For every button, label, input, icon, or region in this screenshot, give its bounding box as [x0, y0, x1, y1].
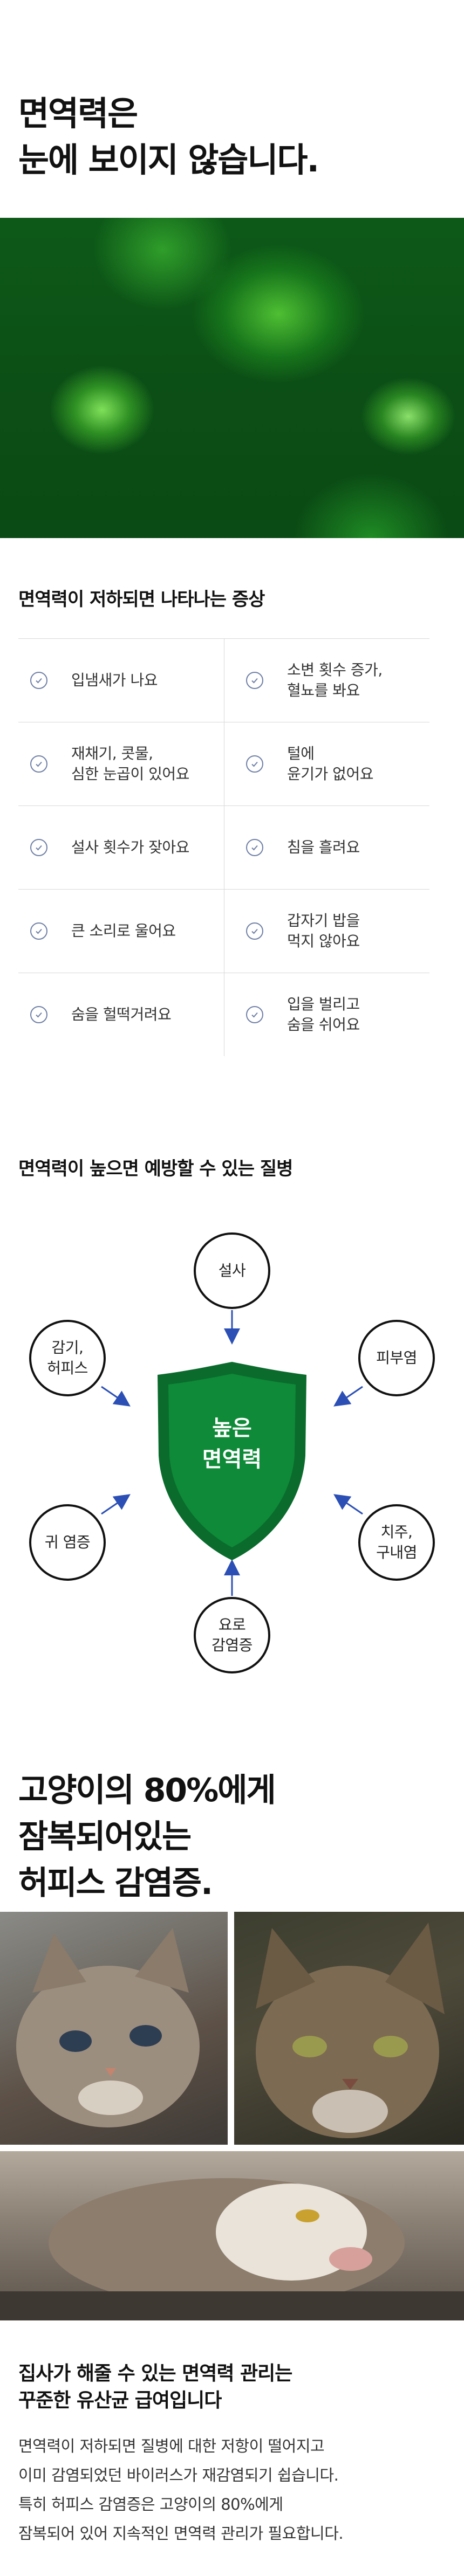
check-circle-icon: [30, 922, 47, 940]
symptom-grid: 입냄새가 나요 소변 횟수 증가, 혈뇨를 봐요 재채기, 콧물, 심한 눈곱이…: [18, 638, 429, 1056]
symptom-label: 입을 벌리고 숨을 쉬어요: [287, 995, 360, 1034]
cat-photo-kitten: [0, 1912, 228, 2145]
diseases-heading: 면역력이 높으면 예방할 수 있는 질병: [18, 1158, 293, 1180]
hero-title: 면역력은 눈에 보이지 않습니다.: [18, 91, 319, 183]
symptom-label: 설사 횟수가 잦아요: [71, 838, 189, 856]
symptom-row: 설사 횟수가 잦아요 침을 흘려요: [18, 806, 429, 890]
check-circle-icon: [30, 672, 47, 689]
symptom-label: 재채기, 콧물, 심한 눈곱이 있어요: [71, 745, 189, 783]
green-bokeh-image: [0, 218, 464, 538]
disease-node-lower-right: 치주, 구내염: [358, 1504, 435, 1581]
symptom-label: 털에 윤기가 없어요: [287, 745, 373, 783]
check-circle-icon: [246, 755, 263, 773]
cat-photo-adult: [234, 1912, 464, 2145]
symptom-item: 침을 흘려요: [224, 806, 429, 889]
disease-diagram: 높은 면역력 설사 감기, 허피스 피부염 귀 염증 치주, 구내염 요로 감염…: [0, 1202, 464, 1673]
diagram-arrows: [101, 1310, 363, 1596]
symptom-item: 큰 소리로 울어요: [18, 890, 224, 973]
disease-node-lower-left: 귀 염증: [29, 1504, 106, 1581]
check-circle-icon: [30, 755, 47, 773]
symptom-row: 재채기, 콧물, 심한 눈곱이 있어요 털에 윤기가 없어요: [18, 722, 429, 806]
shield-label: 높은 면역력: [202, 1416, 262, 1472]
check-circle-icon: [246, 1006, 263, 1023]
disease-node-upper-right: 피부염: [358, 1320, 435, 1396]
care-body: 면역력이 저하되면 질병에 대한 저항이 떨어지고 이미 감염되었던 바이러스가…: [18, 2437, 344, 2543]
arrow-lower-right: [333, 1494, 363, 1515]
shield-inner: [168, 1374, 296, 1547]
symptom-label: 숨을 헐떡거려요: [71, 1005, 172, 1023]
disease-node-upper-left: 감기, 허피스: [29, 1320, 106, 1396]
symptom-label: 입냄새가 나요: [71, 671, 158, 689]
check-circle-icon: [246, 922, 263, 940]
symptom-item: 숨을 헐떡거려요: [18, 973, 224, 1056]
check-circle-icon: [30, 839, 47, 856]
symptom-label: 침을 흘려요: [287, 838, 360, 856]
care-title: 집사가 해줄 수 있는 면역력 관리는 꾸준한 유산균 급여입니다: [18, 2363, 292, 2412]
arrow-upper-right: [333, 1386, 363, 1407]
disease-node-bottom: 요로 감염증: [194, 1597, 270, 1673]
hero-title-line1: 면역력은: [18, 94, 138, 133]
symptom-item: 소변 횟수 증가, 혈뇨를 봐요: [224, 639, 429, 722]
symptom-label: 갑자기 밥을 먹지 않아요: [287, 912, 360, 950]
symptom-row: 입냄새가 나요 소변 횟수 증가, 혈뇨를 봐요: [18, 639, 429, 722]
symptom-item: 갑자기 밥을 먹지 않아요: [224, 890, 429, 973]
disease-node-top: 설사: [194, 1232, 270, 1309]
cat-photo-lying: [0, 2151, 464, 2320]
hero-title-line2: 눈에 보이지 않습니다.: [18, 140, 319, 180]
symptoms-heading: 면역력이 저하되면 나타나는 증상: [18, 589, 265, 610]
symptom-label: 큰 소리로 울어요: [71, 922, 176, 940]
symptom-row: 큰 소리로 울어요 갑자기 밥을 먹지 않아요: [18, 890, 429, 973]
symptom-item: 설사 횟수가 잦아요: [18, 806, 224, 889]
check-circle-icon: [246, 839, 263, 856]
symptom-item: 털에 윤기가 없어요: [224, 722, 429, 805]
arrow-lower-left: [101, 1494, 131, 1515]
check-circle-icon: [30, 1006, 47, 1023]
arrow-upper-left: [101, 1386, 131, 1407]
check-circle-icon: [246, 672, 263, 689]
symptom-item: 입냄새가 나요: [18, 639, 224, 722]
symptom-row: 숨을 헐떡거려요 입을 벌리고 숨을 쉬어요: [18, 973, 429, 1056]
symptom-label: 소변 횟수 증가, 혈뇨를 봐요: [287, 661, 383, 699]
symptom-item: 입을 벌리고 숨을 쉬어요: [224, 973, 429, 1056]
symptom-item: 재채기, 콧물, 심한 눈곱이 있어요: [18, 722, 224, 805]
herpes-title: 고양이의 80%에게 잠복되어있는 허피스 감염증.: [18, 1772, 276, 1902]
